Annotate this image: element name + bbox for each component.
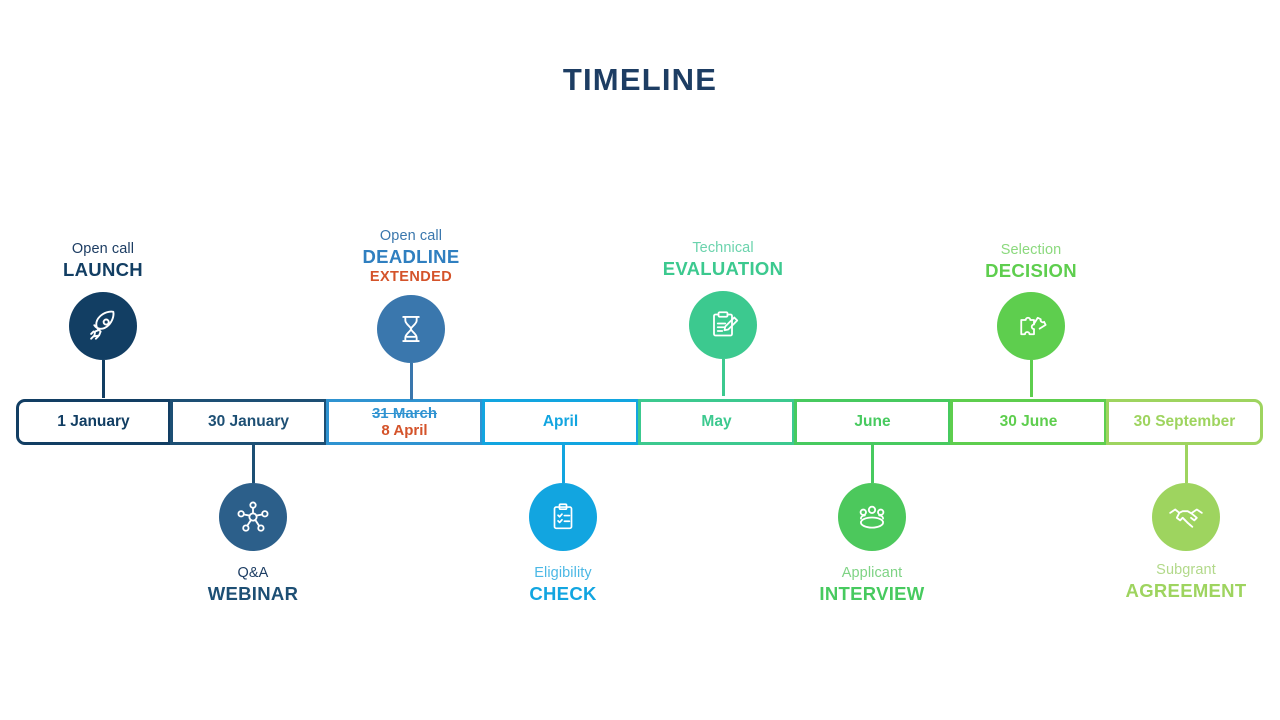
- milestone-stem: [251, 445, 255, 483]
- milestone-main-label: WEBINAR: [207, 583, 299, 605]
- new-deadline-label: 8 April: [381, 421, 428, 439]
- timeline-segment-label: 30 September: [1133, 412, 1236, 430]
- timeline-segment-8[interactable]: 30 September: [1106, 399, 1263, 445]
- timeline-segment-6[interactable]: June: [794, 399, 951, 445]
- milestone-stem: [1029, 360, 1033, 398]
- timeline-segment-5[interactable]: May: [638, 399, 795, 445]
- clipboard-pencil-icon: [689, 291, 757, 360]
- milestone-main-label: CHECK: [529, 583, 597, 605]
- milestone-sub-label: Selection: [1000, 242, 1062, 258]
- people-group-icon: [838, 483, 906, 551]
- milestone-sub-label: Q&A: [237, 565, 269, 581]
- milestone-sub-label: Open call: [71, 241, 135, 257]
- timeline-segment-label: 30 January: [208, 412, 289, 430]
- milestone-stem: [1184, 445, 1188, 483]
- handshake-icon: [1152, 483, 1220, 551]
- timeline-segment-label: June: [854, 412, 891, 430]
- milestone-stem: [101, 360, 105, 399]
- milestone-sub-label: Subgrant: [1156, 562, 1216, 578]
- timeline-segment-label-revised: 31 March 8 April: [371, 404, 438, 439]
- milestone-main-label: AGREEMENT: [1125, 580, 1247, 602]
- milestone-stem: [561, 445, 565, 483]
- timeline-segment-label: April: [542, 412, 579, 430]
- milestone-sub-label: Eligibility: [534, 565, 592, 581]
- milestone-evaluation[interactable]: Technical EVALUATION: [608, 239, 838, 397]
- timeline-segment-label: 1 January: [57, 412, 130, 430]
- milestone-decision[interactable]: Selection DECISION: [916, 241, 1146, 398]
- milestone-agreement[interactable]: Subgrant AGREEMENT: [1071, 445, 1280, 602]
- milestone-eligibility-check[interactable]: Eligibility CHECK: [448, 445, 678, 605]
- old-deadline-label: 31 March: [371, 404, 438, 422]
- milestone-interview[interactable]: Applicant INTERVIEW: [757, 445, 987, 605]
- clipboard-check-icon: [529, 483, 597, 551]
- milestone-main-label: DECISION: [985, 260, 1077, 282]
- milestone-stem: [721, 359, 725, 397]
- rocket-icon: [69, 292, 137, 361]
- milestone-launch[interactable]: Open call LAUNCH: [0, 240, 218, 399]
- milestone-sub-label: Technical: [692, 240, 754, 256]
- puzzle-icon: [997, 292, 1065, 361]
- timeline-segment-label: 30 June: [999, 412, 1058, 430]
- timeline-segment-7[interactable]: 30 June: [950, 399, 1107, 445]
- timeline-segment-1[interactable]: 1 January: [16, 399, 171, 445]
- milestone-webinar[interactable]: Q&A WEBINAR: [138, 445, 368, 605]
- milestone-main-label: LAUNCH: [63, 259, 143, 281]
- milestone-main-label: DEADLINE: [362, 246, 460, 268]
- milestone-stem: [409, 363, 413, 401]
- milestone-stem: [870, 445, 874, 483]
- timeline-segment-4[interactable]: April: [482, 399, 639, 445]
- milestone-sub-label: Applicant: [841, 565, 903, 581]
- milestone-extended-label: EXTENDED: [369, 269, 453, 286]
- timeline-segment-3[interactable]: 31 March 8 April: [326, 399, 483, 445]
- milestone-main-label: EVALUATION: [662, 258, 784, 280]
- timeline-segment-2[interactable]: 30 January: [170, 399, 327, 445]
- page-title: TIMELINE: [562, 62, 718, 97]
- timeline-bar: 1 January 30 January 31 March 8 April Ap…: [16, 399, 1264, 445]
- milestone-main-label: INTERVIEW: [819, 583, 925, 605]
- milestone-deadline[interactable]: Open call DEADLINE EXTENDED: [296, 227, 526, 401]
- network-hub-icon: [219, 483, 287, 551]
- hourglass-icon: [377, 295, 445, 364]
- timeline-segment-label: May: [701, 412, 732, 430]
- milestone-sub-label: Open call: [379, 228, 443, 244]
